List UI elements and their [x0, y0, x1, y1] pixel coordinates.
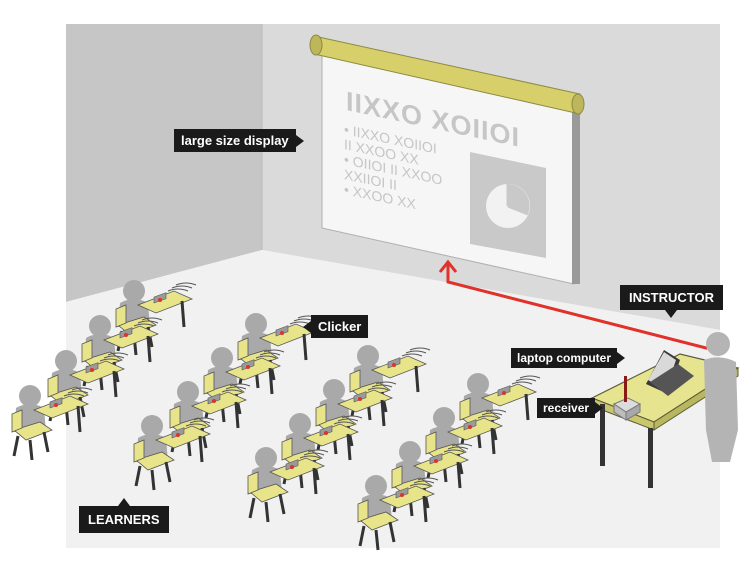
side-wall [66, 24, 262, 302]
learner-unit [169, 381, 251, 457]
learner-unit [357, 475, 439, 551]
floor [66, 250, 720, 548]
learner-unit [133, 415, 215, 491]
clicker-label: Clicker [302, 315, 369, 338]
instructor-label: INSTRUCTOR [620, 285, 723, 318]
instructor-figure [704, 332, 738, 462]
projection-screen [321, 43, 580, 285]
receiver-label: receiver [537, 398, 604, 418]
signal-arrowhead [438, 259, 458, 273]
display-label: large size display [174, 129, 304, 152]
learner-desks [11, 280, 541, 551]
learner-unit [11, 385, 93, 461]
learner-unit [247, 447, 329, 523]
learner-unit [459, 373, 541, 449]
learners-label: LEARNERS [79, 498, 169, 533]
laptop [646, 350, 694, 396]
learner-unit [349, 345, 431, 421]
laptop-label: laptop computer [511, 348, 626, 368]
receiver [612, 376, 642, 421]
screen-roller [309, 34, 585, 115]
